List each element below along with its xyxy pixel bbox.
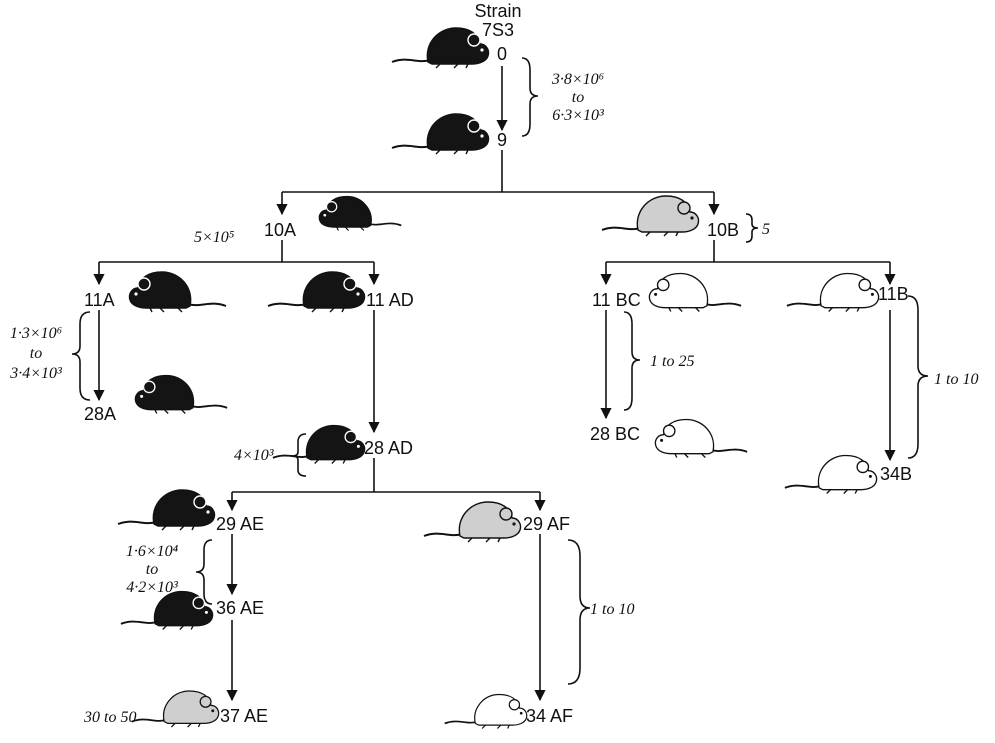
- dose-braces: [72, 58, 928, 684]
- brace-29AF-34AF: [568, 540, 590, 684]
- mouse-icon-28A: [135, 376, 227, 414]
- brace-10B: [746, 214, 758, 242]
- node-label-29AE: 29 AE: [216, 514, 264, 534]
- mouse-icon-10A: [319, 197, 401, 231]
- mouse-icon-34B: [785, 456, 877, 494]
- dose-10A: 5×10⁵: [194, 229, 235, 246]
- dose-29AE-36AE-line2: to: [146, 561, 158, 578]
- mouse-icon-28BC: [655, 420, 747, 458]
- mouse-icon-29AF: [424, 502, 521, 542]
- generation-labels: 0 9 10A 10B 11A 11 AD 11 BC 11B 28A 28 A…: [84, 44, 912, 726]
- dose-11A-28A-line1: 1·3×10⁶: [10, 325, 63, 342]
- mouse-icon-9: [392, 114, 489, 154]
- brace-11A-28A: [72, 312, 90, 400]
- node-label-9: 9: [497, 130, 507, 150]
- node-label-36AE: 36 AE: [216, 598, 264, 618]
- brace-0-9: [522, 58, 538, 136]
- brace-28AD: [292, 434, 306, 476]
- node-label-11AD: 11 AD: [366, 290, 414, 310]
- dose-0-9-line1: 3·8×10⁶: [551, 71, 605, 88]
- dose-28AD: 4×10³: [234, 447, 274, 464]
- mouse-icon-28AD: [273, 426, 365, 464]
- dose-10B: 5: [762, 221, 770, 238]
- node-label-29AF: 29 AF: [523, 514, 570, 534]
- mouse-icon-36AE: [121, 592, 213, 630]
- node-label-34AF: 34 AF: [526, 706, 573, 726]
- dose-29AF-34AF: 1 to 10: [590, 601, 634, 618]
- brace-11B-34B: [908, 296, 928, 458]
- strain-header-line1: Strain: [474, 1, 521, 21]
- strain-header-line2: 7S3: [482, 20, 514, 40]
- dose-11A-28A-line3: 3·4×10³: [9, 365, 62, 382]
- mouse-icon-11B: [787, 274, 879, 312]
- dose-11A-28A-line2: to: [30, 345, 42, 362]
- dose-37AE: 30 to 50: [83, 709, 136, 726]
- node-label-11BC: 11 BC: [592, 290, 641, 310]
- brace-11BC-28BC: [624, 312, 640, 410]
- node-label-28A: 28A: [84, 404, 116, 424]
- node-label-37AE: 37 AE: [220, 706, 268, 726]
- brace-29AE-36AE: [196, 540, 212, 604]
- mouse-icon-37AE: [132, 691, 219, 727]
- mouse-icon-11AD: [268, 272, 365, 312]
- node-label-10A: 10A: [264, 220, 296, 240]
- node-label-28AD: 28 AD: [364, 438, 413, 458]
- dose-29AE-36AE-line1: 1·6×10⁴: [126, 543, 179, 560]
- mouse-icon-29AE: [118, 490, 215, 530]
- node-label-28BC: 28 BC: [590, 424, 640, 444]
- dose-0-9-line3: 6·3×10³: [552, 107, 604, 124]
- node-label-34B: 34B: [880, 464, 912, 484]
- mouse-icon-34AF: [445, 695, 527, 729]
- dose-29AE-36AE-line3: 4·2×10³: [126, 579, 178, 596]
- mouse-icon-0: [392, 28, 489, 68]
- mouse-icon-10B: [602, 196, 699, 236]
- dose-11BC-28BC: 1 to 25: [650, 353, 694, 370]
- mouse-icon-11BC: [649, 274, 741, 312]
- node-label-10B: 10B: [707, 220, 739, 240]
- mouse-icon-11A: [129, 272, 226, 312]
- node-label-11B: 11B: [878, 284, 909, 304]
- dose-0-9-line2: to: [572, 89, 584, 106]
- dose-11B-34B: 1 to 10: [934, 371, 978, 388]
- node-label-11A: 11A: [84, 290, 115, 310]
- node-label-0: 0: [497, 44, 507, 64]
